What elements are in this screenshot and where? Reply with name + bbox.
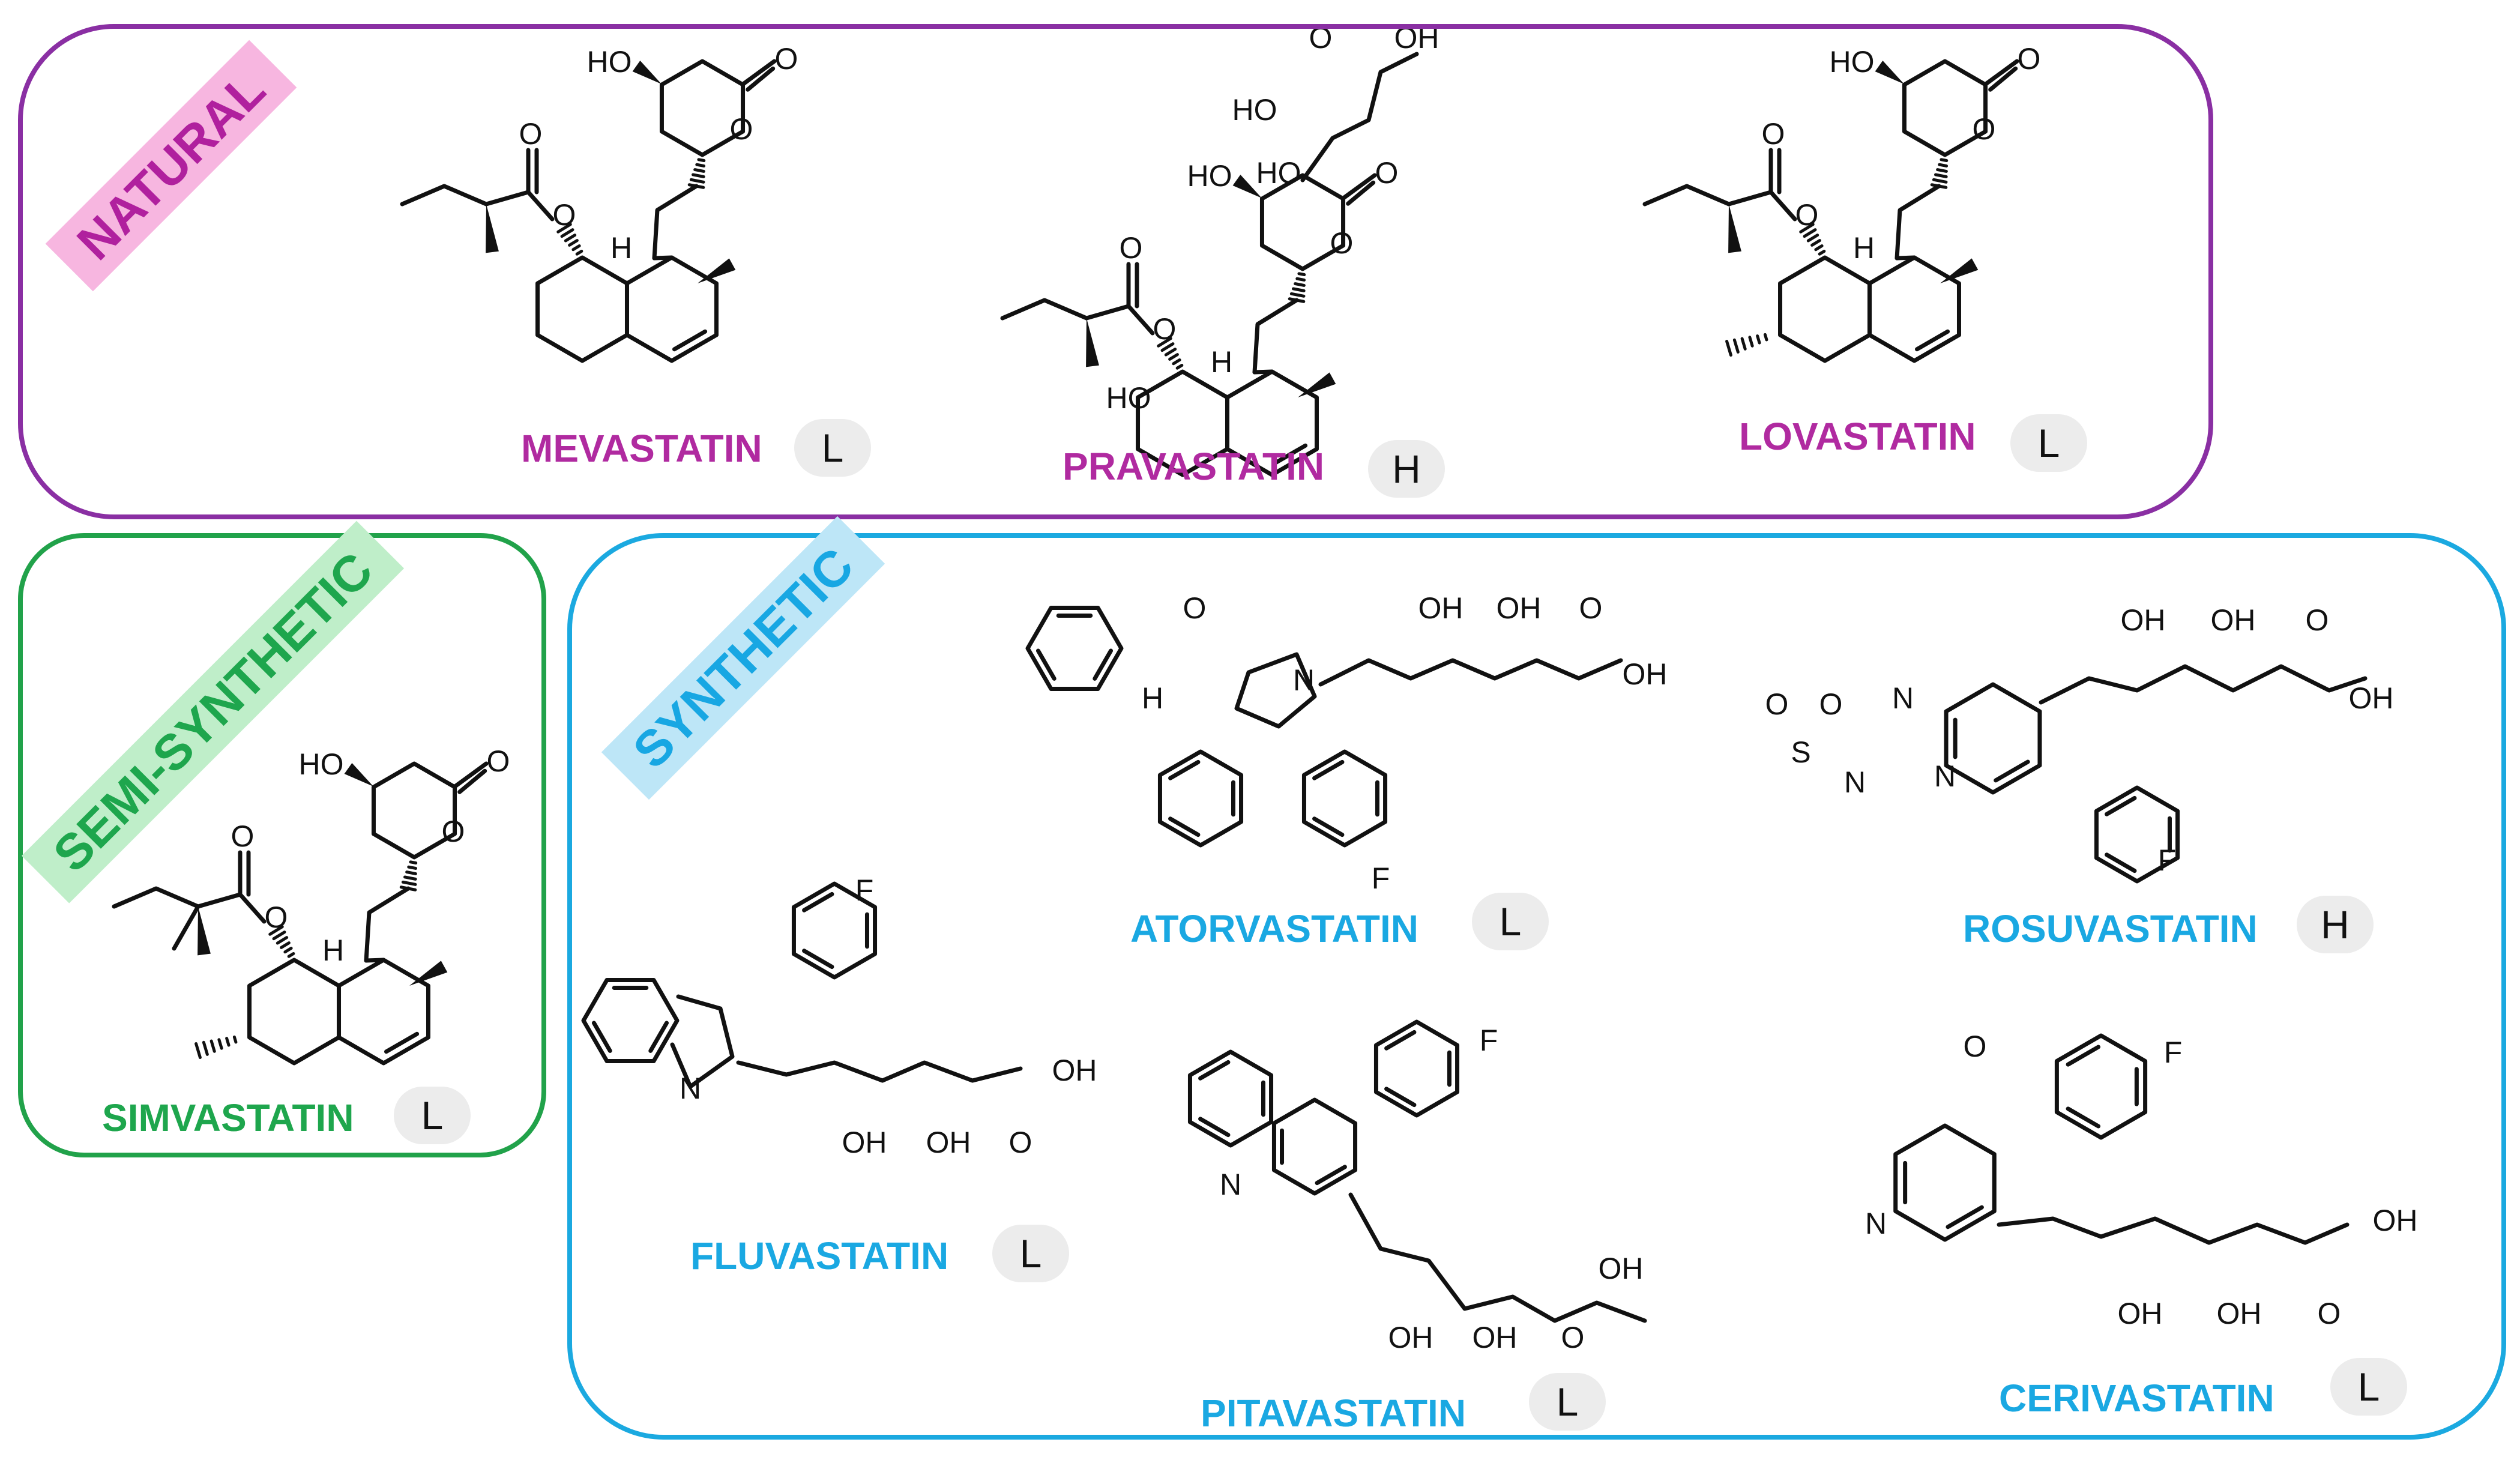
lactone-ring-oxygen: O: [730, 112, 753, 146]
simvastatin-dose-badge: L: [394, 1087, 471, 1144]
rosuvastatin-sulfonyl-oxygen-2: O: [1819, 687, 1843, 721]
synthetic-group-frame: [567, 533, 2506, 1440]
rosuvastatin-sulfur: S: [1791, 735, 1810, 769]
atorvastatin-acid-hydroxyl: OH: [1623, 657, 1668, 691]
fluvastatin-hydroxyl-2: OH: [926, 1126, 971, 1159]
atorvastatin-dose-badge: L: [1472, 893, 1549, 950]
pitavastatin-acid-hydroxyl: OH: [1599, 1252, 1644, 1285]
atorvastatin-fluorine: F: [1372, 861, 1390, 895]
pitavastatin-hydroxyl-1: OH: [1388, 1321, 1433, 1354]
simvastatin-structure: O O HO O O H: [112, 744, 510, 1066]
pitavastatin-fluorine: F: [1480, 1024, 1498, 1057]
cerivastatin-ether-oxygen: O: [1964, 1030, 1987, 1063]
fluvastatin-carbonyl-oxygen: O: [1009, 1126, 1032, 1159]
lactone-ring-oxygen: O: [1973, 112, 1996, 146]
pitavastatin-name: PITAVASTATIN: [1201, 1392, 1466, 1435]
ring-junction-hydrogen: H: [1853, 231, 1875, 265]
lovastatin-dose-badge: L: [2010, 414, 2087, 472]
ester-carbonyl-oxygen: O: [1120, 231, 1143, 265]
rosuvastatin-ring-nitrogen-1: N: [1892, 681, 1914, 715]
lactone-hydroxyl: HO: [1830, 45, 1875, 79]
ester-carbonyl-oxygen: O: [1762, 117, 1785, 151]
rosuvastatin-fluorine: F: [2158, 843, 2177, 877]
pravastatin-hydroxyl-1: HO: [1256, 156, 1301, 190]
rosuvastatin-name: ROSUVASTATIN: [1963, 907, 2258, 950]
pitavastatin-dose-badge: L: [1529, 1373, 1606, 1431]
ester-oxygen: O: [553, 198, 576, 232]
cerivastatin-pyridine-nitrogen: N: [1865, 1207, 1887, 1240]
lovastatin-name: LOVASTATIN: [1739, 415, 1976, 458]
lactone-ring-oxygen: O: [442, 815, 465, 848]
lactone-hydroxyl: HO: [299, 747, 344, 781]
rosuvastatin-carbonyl-oxygen: O: [2306, 603, 2329, 637]
cerivastatin-dose-badge: L: [2330, 1358, 2407, 1416]
ring-junction-hydrogen: H: [610, 231, 632, 265]
ester-carbonyl-oxygen: O: [519, 117, 543, 151]
cerivastatin-hydroxyl-1: OH: [2118, 1297, 2163, 1330]
atorvastatin-name: ATORVASTATIN: [1130, 907, 1418, 950]
mevastatin-dose-badge: L: [794, 419, 871, 477]
cerivastatin-hydroxyl-2: OH: [2217, 1297, 2262, 1330]
lactone-hydroxyl: HO: [587, 45, 632, 79]
pitavastatin-quinoline-nitrogen: N: [1220, 1168, 1241, 1201]
pravastatin-name: PRAVASTATIN: [1063, 445, 1325, 488]
semi-synthetic-group-frame: [18, 533, 546, 1157]
ester-oxygen: O: [265, 900, 288, 934]
fluvastatin-structure: N OH OH O OH F: [581, 873, 1097, 1159]
mevastatin-name: MEVASTATIN: [521, 427, 762, 470]
cerivastatin-name: CERIVASTATIN: [1999, 1377, 2274, 1420]
atorvastatin-pyrrole-nitrogen: N: [1293, 663, 1315, 697]
atorvastatin-carbonyl-oxygen: O: [1579, 591, 1603, 625]
pravastatin-dose-badge: H: [1368, 440, 1445, 498]
cerivastatin-structure: N O OH OH O OH F: [1865, 1030, 2418, 1330]
fluvastatin-dose-badge: L: [992, 1225, 1069, 1282]
pitavastatin-hydroxyl-2: OH: [1473, 1321, 1518, 1354]
cerivastatin-acid-hydroxyl: OH: [2373, 1204, 2418, 1237]
rosuvastatin-hydroxyl-2: OH: [2211, 603, 2256, 637]
lactone-carbonyl-oxygen: O: [487, 744, 510, 778]
ester-carbonyl-oxygen: O: [231, 819, 255, 853]
lactone-carbonyl-oxygen: O: [775, 42, 798, 76]
fluvastatin-acid-hydroxyl: OH: [1052, 1054, 1097, 1087]
fluvastatin-fluorine: F: [855, 873, 874, 907]
ester-oxygen: O: [1795, 198, 1819, 232]
rosuvastatin-sulfonyl-oxygen-1: O: [1765, 687, 1789, 721]
ring-junction-hydrogen: H: [1211, 345, 1232, 379]
atorvastatin-hydroxyl-1: OH: [1418, 591, 1463, 625]
atorvastatin-amide-oxygen: O: [1183, 591, 1207, 625]
rosuvastatin-acid-hydroxyl: OH: [2349, 681, 2394, 715]
natural-group-frame: [18, 24, 2213, 519]
lactone-ring-oxygen: O: [1330, 226, 1354, 260]
fluvastatin-name: FLUVASTATIN: [690, 1234, 949, 1278]
fluvastatin-indole-nitrogen: N: [680, 1072, 701, 1105]
rosuvastatin-sulfonamide-nitrogen: N: [1844, 765, 1866, 799]
cerivastatin-fluorine: F: [2164, 1036, 2183, 1069]
lactone-hydroxyl: HO: [1187, 159, 1232, 193]
atorvastatin-amide-hydrogen: H: [1142, 681, 1163, 715]
rosuvastatin-ring-nitrogen-2: N: [1934, 759, 1956, 793]
pitavastatin-structure: N OH OH O OH F: [1187, 1019, 1647, 1354]
lactone-carbonyl-oxygen: O: [1375, 156, 1399, 190]
pravastatin-ring-hydroxyl: HO: [1106, 381, 1151, 415]
rosuvastatin-hydroxyl-1: OH: [2121, 603, 2166, 637]
pitavastatin-carbonyl-oxygen: O: [1561, 1321, 1585, 1354]
cerivastatin-carbonyl-oxygen: O: [2318, 1297, 2341, 1330]
ring-junction-hydrogen: H: [322, 934, 344, 967]
ester-oxygen: O: [1153, 312, 1177, 346]
lactone-carbonyl-oxygen: O: [2018, 42, 2041, 76]
simvastatin-name: SIMVASTATIN: [102, 1096, 354, 1139]
atorvastatin-hydroxyl-2: OH: [1497, 591, 1542, 625]
pravastatin-hydroxyl-2: HO: [1232, 93, 1277, 127]
fluvastatin-hydroxyl-1: OH: [842, 1126, 887, 1159]
rosuvastatin-dose-badge: H: [2297, 896, 2374, 953]
